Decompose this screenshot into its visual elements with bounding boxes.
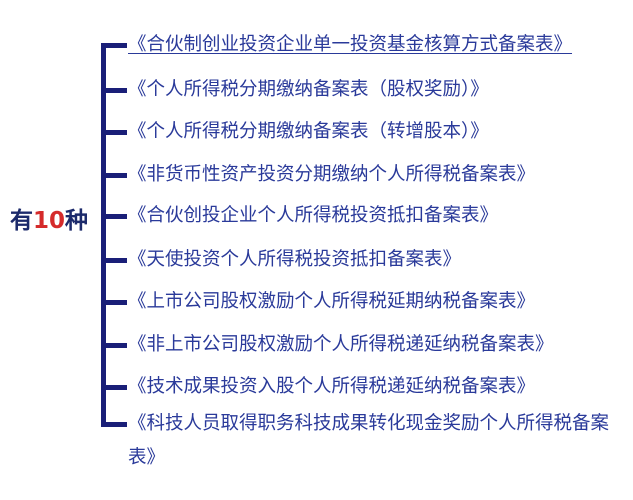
tree-item-label: 《个人所得税分期缴纳备案表（转增股本）》 (128, 121, 489, 142)
tree-item: 《个人所得税分期缴纳备案表（转增股本）》 (128, 120, 489, 144)
tree-item-label: 《合伙创投企业个人所得税投资抵扣备案表》 (128, 205, 499, 226)
tree-item-label: 《非货币性资产投资分期缴纳个人所得税备案表》 (128, 164, 536, 185)
bracket-vertical-line (101, 43, 106, 427)
branch-connector (101, 173, 127, 178)
branch-connector (101, 385, 127, 390)
branch-connector (101, 422, 127, 427)
root-label: 有10种 (10, 201, 88, 235)
root-prefix: 有 (10, 208, 33, 234)
tree-item: 《天使投资个人所得税投资抵扣备案表》 (128, 248, 461, 272)
branch-connector (101, 214, 127, 219)
root-count: 10 (33, 208, 66, 234)
tree-item: 《合伙创投企业个人所得税投资抵扣备案表》 (128, 204, 498, 228)
tree-item-label: 《个人所得税分期缴纳备案表（股权奖励）》 (128, 79, 489, 100)
tree-item: 《非上市公司股权激励个人所得税递延纳税备案表》 (128, 333, 554, 357)
tree-item-label: 《科技人员取得职务科技成果转化现金奖励个人所得税备案表》 (128, 413, 610, 468)
tree-item: 《合伙制创业投资企业单一投资基金核算方式备案表》 (128, 33, 572, 57)
tree-item-label: 《非上市公司股权激励个人所得税递延纳税备案表》 (128, 334, 554, 355)
branch-connector (101, 258, 127, 263)
branch-connector (101, 300, 127, 305)
tree-item: 《科技人员取得职务科技成果转化现金奖励个人所得税备案表》 (128, 407, 613, 475)
tree-item-label: 《技术成果投资入股个人所得税递延纳税备案表》 (128, 376, 536, 397)
tree-item-label: 《合伙制创业投资企业单一投资基金核算方式备案表》 (128, 34, 573, 55)
branch-connector (101, 130, 127, 135)
tree-item-label: 《天使投资个人所得税投资抵扣备案表》 (128, 249, 462, 270)
branch-connector (101, 343, 127, 348)
root-suffix: 种 (65, 208, 89, 234)
tree-item: 《非货币性资产投资分期缴纳个人所得税备案表》 (128, 163, 535, 187)
branch-connector (101, 43, 127, 48)
tree-item: 《个人所得税分期缴纳备案表（股权奖励）》 (128, 78, 489, 102)
tree-item: 《技术成果投资入股个人所得税递延纳税备案表》 (128, 375, 535, 399)
branch-connector (101, 88, 127, 93)
tree-item: 《上市公司股权激励个人所得税延期纳税备案表》 (128, 290, 535, 314)
tree-item-label: 《上市公司股权激励个人所得税延期纳税备案表》 (128, 291, 536, 312)
